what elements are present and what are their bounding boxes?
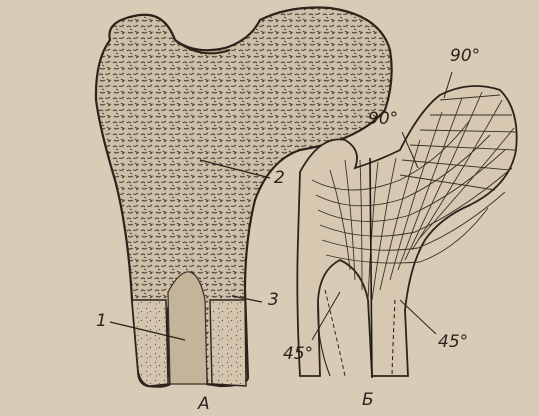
angle-label-left-45: 45° [283, 346, 313, 363]
cortical-wall-right [210, 300, 246, 386]
shaft-dashed-left [325, 290, 345, 376]
panel-a-letter: А [198, 396, 210, 413]
angle-label-mid-90: 90° [368, 111, 398, 128]
callout-label-2: 2 [274, 170, 285, 187]
callout-label-1: 1 [96, 313, 107, 330]
panel-b-letter: Б [362, 392, 374, 409]
angle-label-top-90: 90° [450, 48, 480, 65]
callout-label-3: 3 [268, 292, 279, 309]
medullary-canal [168, 272, 207, 384]
angle-label-right-45: 45° [438, 334, 468, 351]
